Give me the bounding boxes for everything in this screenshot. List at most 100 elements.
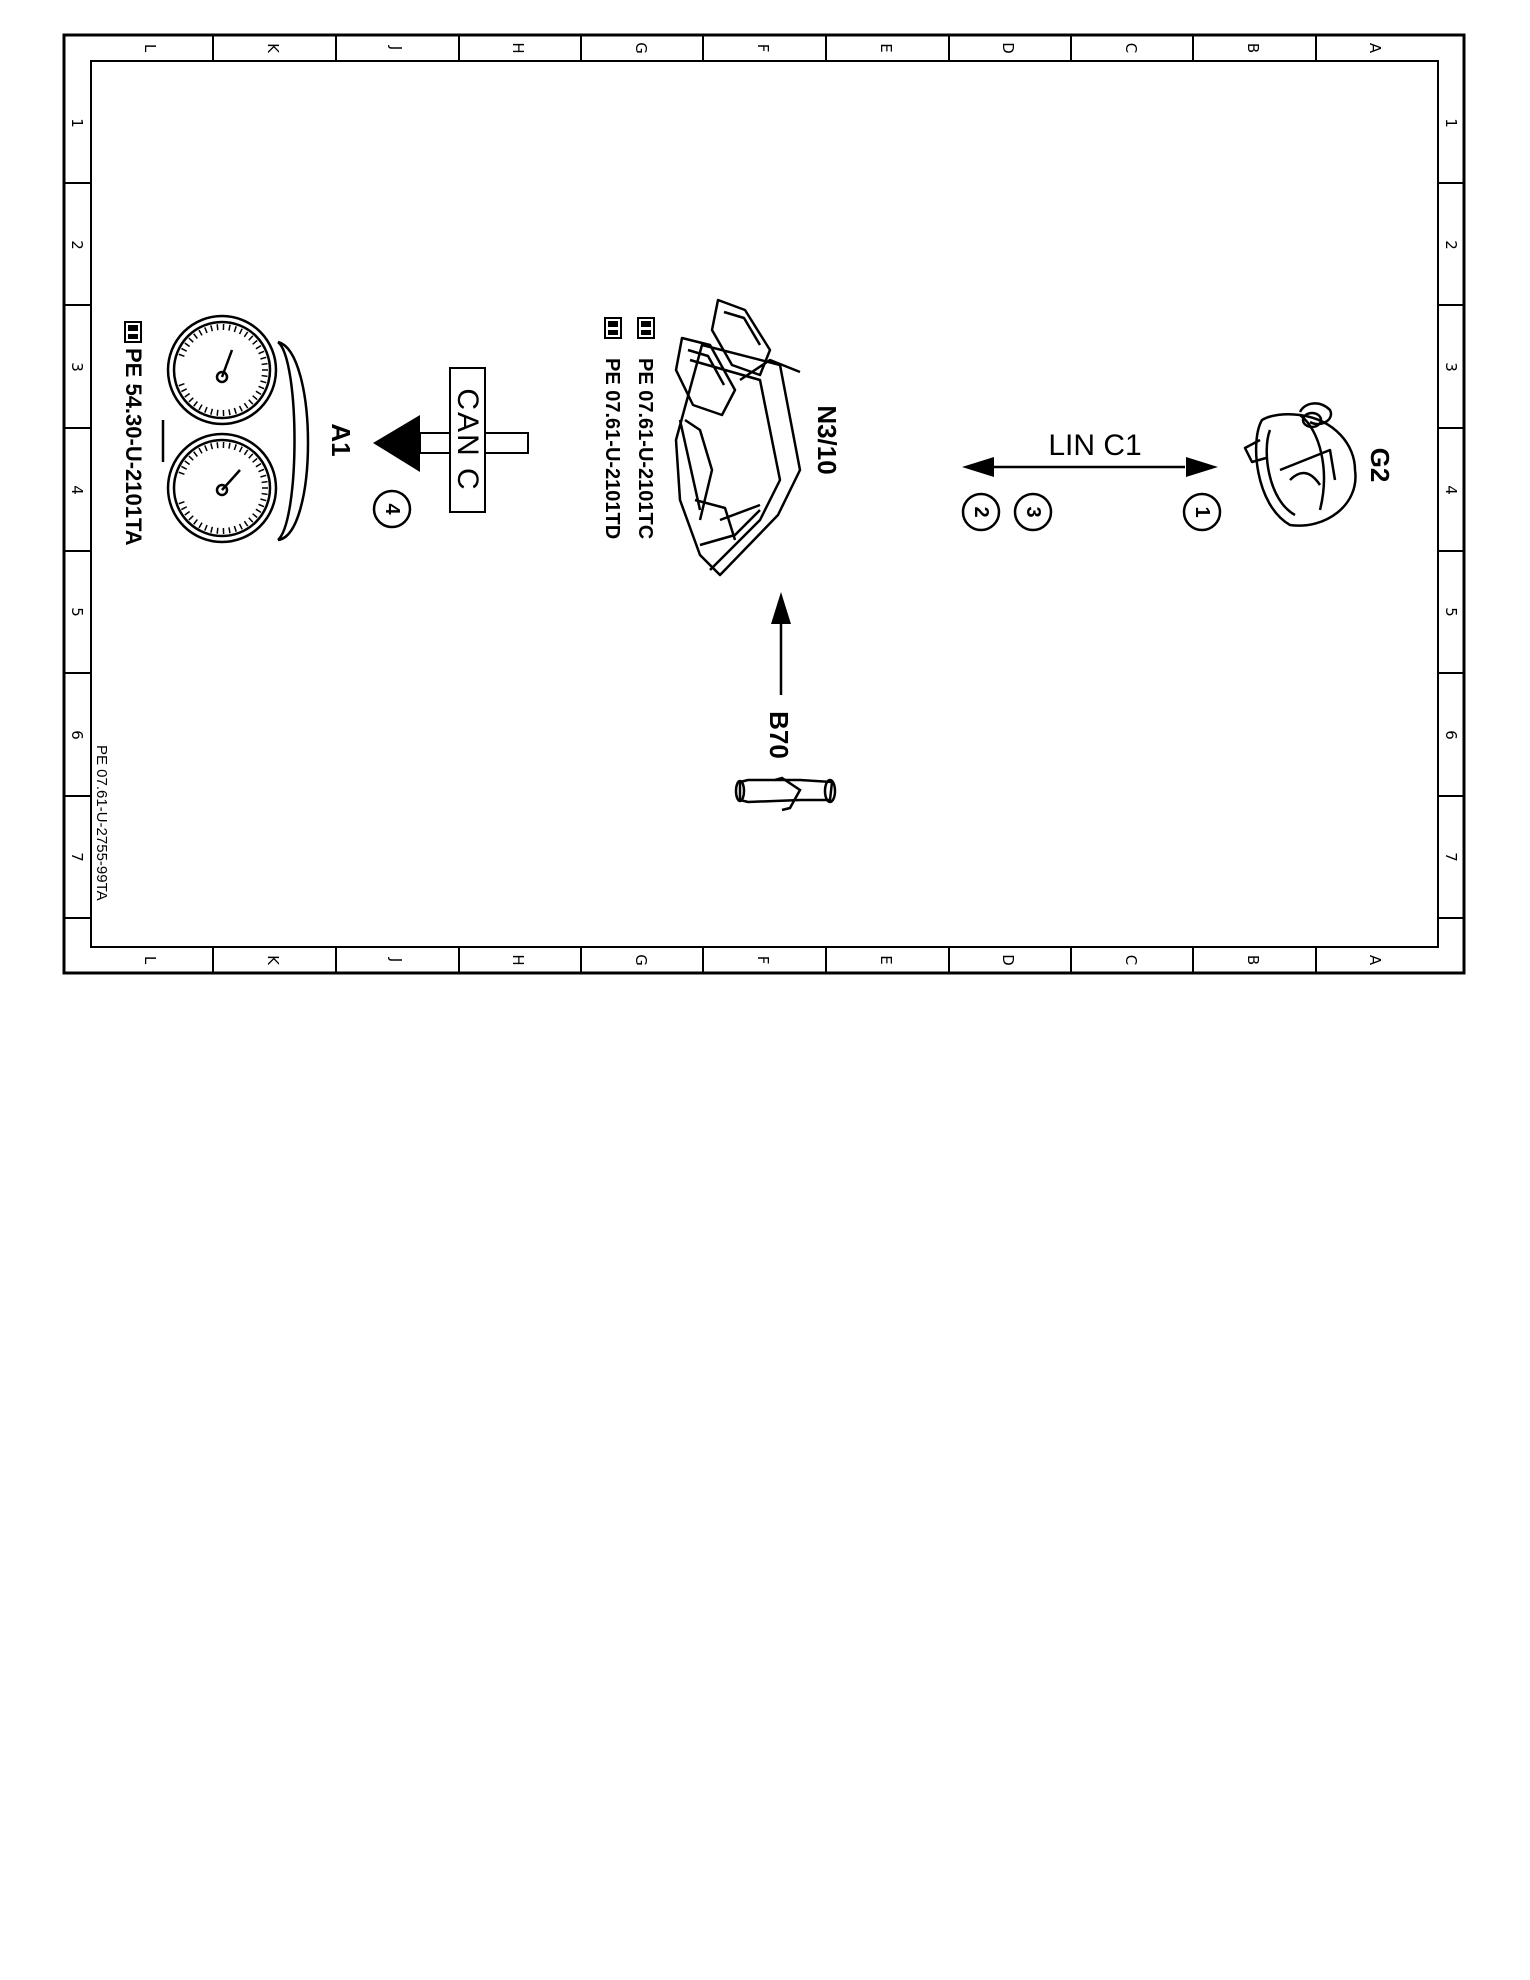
- col-label-top: B: [1244, 43, 1262, 53]
- dial-tick: [216, 442, 219, 449]
- row-label-right: 5: [1442, 607, 1460, 617]
- col-label-bottom: L: [141, 956, 159, 965]
- dial-tick: [181, 347, 188, 352]
- dial-tick: [184, 392, 191, 398]
- col-label-top: C: [1122, 43, 1140, 53]
- col-label-top: K: [264, 43, 282, 54]
- row-label-left: 5: [68, 607, 86, 617]
- component-label-g2: G2: [1365, 448, 1395, 483]
- dial-tick: [252, 395, 258, 401]
- dial-tick: [178, 382, 185, 387]
- component-label-a1: A1: [326, 423, 356, 456]
- cluster-dial-ticks: [178, 324, 268, 534]
- dial-tick: [178, 353, 185, 358]
- dial-tick: [193, 401, 198, 407]
- dial-tick: [193, 333, 198, 339]
- dial-tick: [261, 362, 268, 366]
- pointing-hand-icon: [124, 321, 142, 343]
- pointing-hand-icon: [637, 317, 655, 339]
- col-label-top: F: [754, 44, 772, 53]
- dial-tick: [255, 462, 262, 468]
- dial-tick: [210, 408, 214, 415]
- component-label-n3-10: N3/10: [812, 405, 842, 474]
- dial-tick: [228, 409, 231, 416]
- dial-tick: [210, 443, 214, 450]
- marker-1-text: 1: [1191, 506, 1213, 517]
- dial-tick: [260, 498, 267, 502]
- dial-tick: [261, 374, 268, 378]
- reference-code: PE 54.30-U-2101TA: [121, 348, 146, 546]
- dial-tick: [260, 380, 267, 384]
- can-bus-label: CAN C: [451, 388, 484, 491]
- dial-tick: [198, 447, 203, 454]
- dial-tick: [260, 474, 267, 478]
- b70-signal-arrow: [771, 592, 791, 695]
- dial-tick: [184, 342, 191, 348]
- marker-4: 4: [372, 489, 412, 529]
- dial-tick: [255, 508, 262, 514]
- marker-3: 3: [1013, 492, 1053, 532]
- dial-tick: [233, 525, 237, 532]
- dial-tick: [184, 460, 191, 466]
- row-label-left: 7: [68, 852, 86, 862]
- sensor-icon: [734, 776, 837, 812]
- row-label-right: 7: [1442, 852, 1460, 862]
- row-label-left: 4: [68, 485, 86, 495]
- dial-tick: [258, 503, 265, 508]
- dial-tick: [198, 404, 203, 411]
- drawing-id: PE 07.61-U-2755-99TA: [93, 745, 110, 901]
- col-label-bottom: D: [999, 954, 1017, 966]
- row-ticks: [64, 182, 1464, 919]
- control-unit-icon: [674, 298, 802, 577]
- dial-tick: [210, 526, 214, 533]
- dial-tick: [198, 522, 203, 529]
- dial-tick: [233, 407, 237, 414]
- column-ticks: [212, 35, 1317, 973]
- dial-tick: [252, 339, 258, 345]
- dial-tick: [258, 385, 265, 390]
- dial-tick: [210, 325, 214, 332]
- dial-tick: [261, 492, 268, 496]
- dial-tick: [248, 335, 254, 341]
- dial-tick: [260, 356, 267, 360]
- col-label-bottom: J: [387, 957, 405, 962]
- dial-tick: [252, 457, 258, 463]
- marker-3-text: 3: [1022, 506, 1044, 517]
- reference-code: PE 07.61-U-2101TD: [601, 358, 623, 539]
- dial-tick: [204, 445, 208, 452]
- dial-tick: [216, 409, 219, 416]
- dial-tick: [188, 397, 194, 403]
- marker-1: 1: [1182, 492, 1222, 532]
- col-label-bottom: A: [1366, 955, 1384, 966]
- row-label-right: 6: [1442, 730, 1460, 740]
- marker-4-text: 4: [381, 503, 403, 515]
- dial-tick: [243, 449, 249, 456]
- dial-tick: [181, 465, 188, 470]
- col-label-top: J: [387, 45, 405, 50]
- dial-tick: [258, 468, 265, 473]
- dial-tick: [188, 455, 194, 461]
- row-label-left: 2: [68, 240, 86, 250]
- dial-tick: [228, 527, 231, 534]
- dial-tick: [233, 444, 237, 451]
- dial-tick: [238, 523, 243, 530]
- dial-tick: [193, 451, 198, 457]
- row-label-left: 3: [68, 362, 86, 372]
- row-label-right: 4: [1442, 485, 1460, 495]
- dial-tick: [228, 324, 231, 331]
- a1-reference: PE 54.30-U-2101TA: [121, 321, 146, 546]
- dial-tick: [248, 453, 254, 459]
- col-label-top: L: [141, 44, 159, 53]
- dial-tick: [184, 510, 191, 516]
- dial-tick: [228, 442, 231, 449]
- instrument-cluster-icon: [161, 314, 310, 544]
- reference-code: PE 07.61-U-2101TC: [634, 358, 656, 539]
- col-label-bottom: B: [1244, 955, 1262, 965]
- dial-tick: [181, 388, 188, 393]
- pointing-hand-icon: [604, 317, 622, 339]
- col-label-top: E: [877, 43, 895, 52]
- dial-tick: [181, 506, 188, 511]
- dial-tick: [233, 326, 237, 333]
- col-label-top: A: [1366, 43, 1384, 54]
